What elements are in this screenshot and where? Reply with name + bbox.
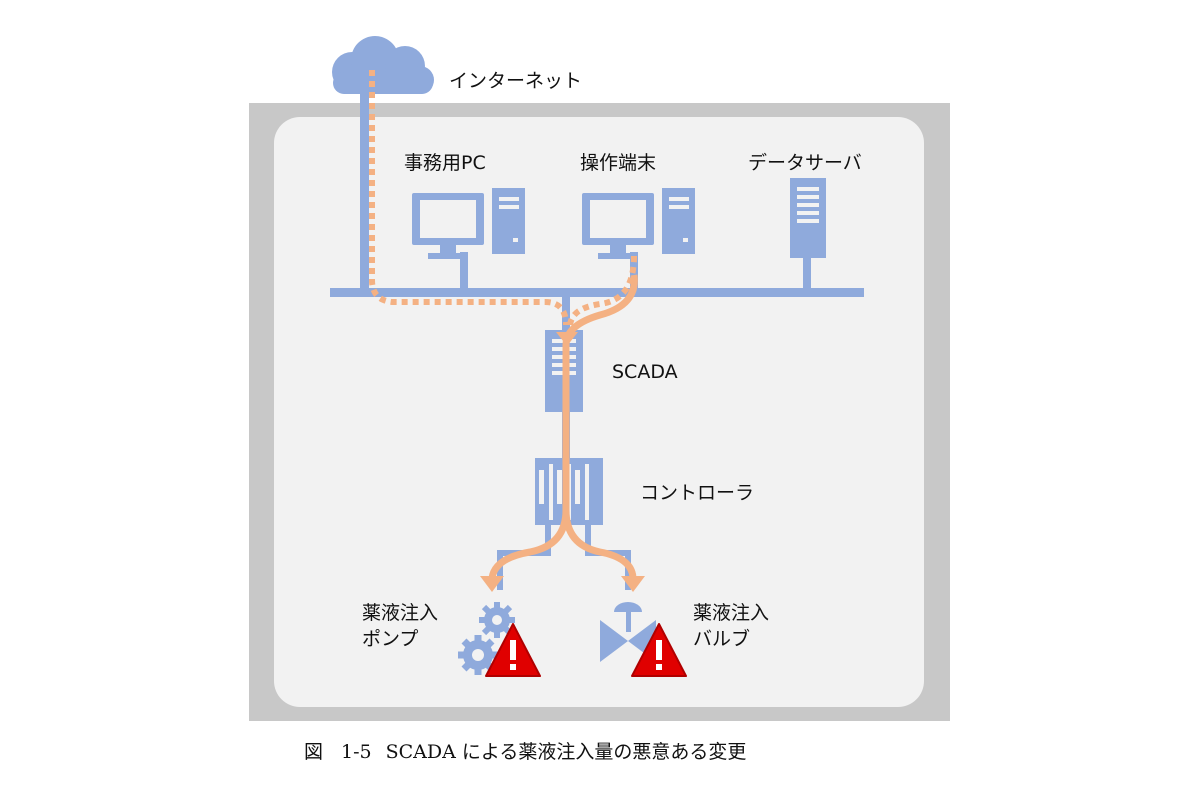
valve-label-line2: バルブ bbox=[693, 628, 751, 650]
desktop-pc-icon bbox=[412, 188, 525, 259]
server-icon bbox=[790, 178, 826, 258]
pump-label-line1: 薬液注入 bbox=[362, 602, 439, 624]
internet-label: インターネット bbox=[449, 70, 583, 92]
gears-icon bbox=[458, 602, 515, 675]
arrowhead-valve bbox=[621, 576, 645, 592]
desktop-pc-icon bbox=[582, 188, 695, 259]
pump-label: 薬液注入 ポンプ bbox=[362, 600, 438, 652]
warning-triangle-icon bbox=[631, 623, 687, 677]
caption-text: SCADA による薬液注入量の悪意ある変更 bbox=[385, 741, 747, 763]
caption-prefix: 図 bbox=[304, 741, 324, 763]
warning-triangle-icon bbox=[485, 623, 541, 677]
office-pc-label: 事務用PC bbox=[404, 152, 486, 174]
attack-path-internet bbox=[369, 70, 569, 326]
arrowhead-pump bbox=[480, 576, 504, 592]
operation-terminal-label: 操作端末 bbox=[580, 152, 657, 174]
figure-caption: 図 1-5 SCADA による薬液注入量の悪意ある変更 bbox=[304, 737, 746, 764]
caption-number: 1-5 bbox=[341, 741, 372, 763]
pump-label-line2: ポンプ bbox=[362, 628, 419, 650]
valve-label-line1: 薬液注入 bbox=[693, 602, 770, 624]
scada-label: SCADA bbox=[612, 361, 678, 383]
attack-path-valve bbox=[562, 509, 637, 579]
controller-label: コントローラ bbox=[640, 482, 755, 504]
arrowhead-scada bbox=[556, 332, 578, 346]
cloud-icon bbox=[332, 36, 434, 94]
data-server-label: データサーバ bbox=[748, 152, 862, 174]
valve-label: 薬液注入 バルブ bbox=[693, 600, 769, 652]
